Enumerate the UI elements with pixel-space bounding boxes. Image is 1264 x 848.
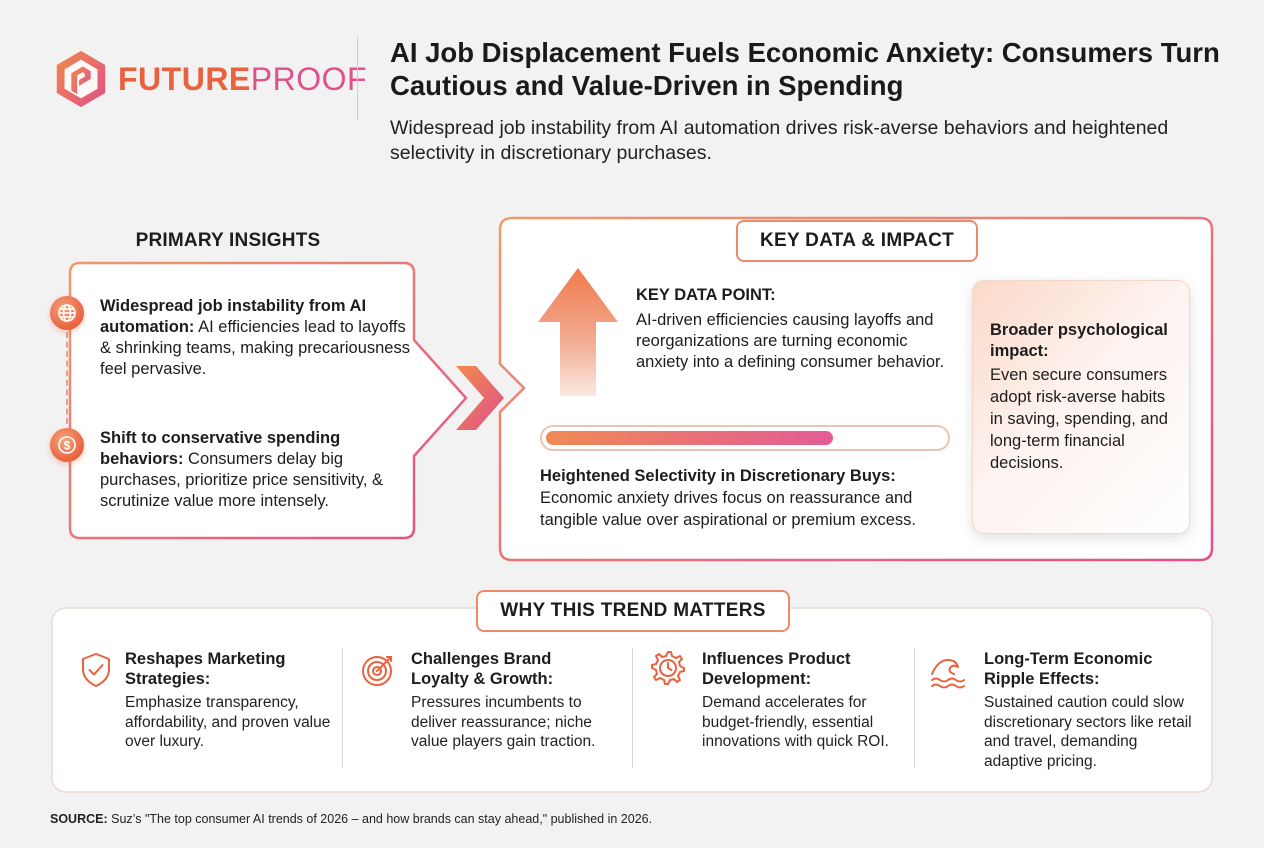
primary-insights-heading: PRIMARY INSIGHTS <box>135 230 321 251</box>
column-divider <box>632 648 633 768</box>
column-divider <box>914 648 915 768</box>
insight-item: Widespread job instability from AI autom… <box>100 296 420 380</box>
up-arrow-icon <box>538 268 618 396</box>
gear-clock-icon <box>651 651 685 685</box>
trend-title: Reshapes Marketing Strategies: <box>125 650 286 688</box>
insight-item: Shift to conservative spending behaviors… <box>100 428 420 512</box>
coin-icon: $ <box>50 428 84 462</box>
selectivity-progress-bar <box>540 425 950 451</box>
page-subtitle: Widespread job instability from AI autom… <box>390 117 1169 164</box>
shield-check-icon <box>82 653 110 687</box>
insight-title: Widespread job instability from AI autom… <box>100 297 367 336</box>
insight-text: Consumers delay big purchases, prioritiz… <box>100 450 384 510</box>
selectivity-text: Economic anxiety drives focus on reassur… <box>540 489 917 529</box>
brand-name-part1: FUTURE <box>118 61 251 97</box>
trend-text: Emphasize transparency, affordability, a… <box>125 694 331 750</box>
selectivity-title: Heightened Selectivity in Discretionary … <box>540 467 896 485</box>
progress-fill <box>546 431 833 445</box>
brand-logo: FUTUREPROOF <box>50 46 367 112</box>
trend-title: Influences Product Development: <box>702 650 851 688</box>
source-label: SOURCE: <box>50 812 108 826</box>
svg-text:$: $ <box>64 439 71 453</box>
trend-text: Sustained caution could slow discretiona… <box>984 694 1192 770</box>
insight-connector <box>66 332 68 424</box>
source-text: Suz’s "The top consumer AI trends of 202… <box>107 812 653 826</box>
psychological-impact-text: Even secure consumers adopt risk-averse … <box>990 366 1168 472</box>
brand-name: FUTUREPROOF <box>118 63 367 95</box>
trend-text: Demand accelerates for budget-friendly, … <box>702 694 889 750</box>
key-data-text: AI-driven efficiencies causing layoffs a… <box>636 311 945 371</box>
source-citation: SOURCE: Suz’s "The top consumer AI trend… <box>50 812 652 826</box>
brand-name-part2: PROOF <box>250 61 368 97</box>
page-title: AI Job Displacement Fuels Economic Anxie… <box>390 37 1220 101</box>
header-divider <box>357 36 358 120</box>
futureproof-logo-icon <box>56 50 106 108</box>
key-data-label: KEY DATA POINT: <box>636 286 776 304</box>
trend-text: Pressures incumbents to deliver reassura… <box>411 694 596 750</box>
psychological-impact-card <box>972 280 1190 534</box>
chevron-right-icon <box>456 366 504 430</box>
trend-title: Long-Term Economic Ripple Effects: <box>984 650 1153 688</box>
wave-icon <box>931 659 965 689</box>
psychological-impact-title: Broader psychological impact: <box>990 321 1168 360</box>
target-icon <box>362 656 392 686</box>
column-divider <box>342 648 343 768</box>
trend-title: Challenges Brand Loyalty & Growth: <box>411 650 554 688</box>
key-data-heading: KEY DATA & IMPACT <box>736 220 978 262</box>
globe-icon <box>50 296 84 330</box>
insight-text: AI efficiencies lead to layoffs & shrink… <box>100 318 410 378</box>
why-matters-heading: WHY THIS TREND MATTERS <box>476 590 790 632</box>
insight-title: Shift to conservative spending behaviors… <box>100 429 341 468</box>
